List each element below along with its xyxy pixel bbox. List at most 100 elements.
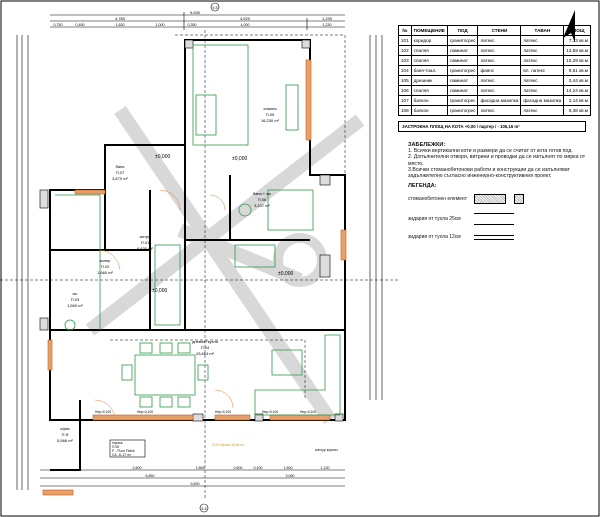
dim-text: 0,750 <box>54 23 63 27</box>
table-cell: 14,24 кв.м <box>563 85 591 96</box>
svg-text:CA: 11,27 m²: CA: 11,27 m² <box>112 453 132 457</box>
table-cell: гранитогрес <box>446 95 479 106</box>
watermark <box>85 106 365 424</box>
svg-text:П.07: П.07 <box>116 170 125 175</box>
table-cell: вл. латекс <box>520 65 565 76</box>
table-cell: 3,44 кв.м <box>563 75 591 86</box>
legend-row-concrete: стоманобетонен елемент <box>408 194 592 205</box>
table-cell: 13,59 кв.м <box>563 45 591 56</box>
note-item: 2. Допълнителни отвори, витрини и провод… <box>408 154 586 167</box>
svg-text:3,237 m²: 3,237 m² <box>254 203 270 208</box>
svg-text:5,566 m²: 5,566 m² <box>57 438 73 443</box>
svg-text:wc: wc <box>73 291 78 296</box>
table-cell: ламинат <box>446 85 479 96</box>
axis-label-top: 5-5 <box>212 6 217 10</box>
table-cell: фаянс <box>477 65 522 76</box>
furniture <box>55 44 341 416</box>
svg-text:П.05: П.05 <box>266 112 275 117</box>
table-cell: фасадна мазилка <box>520 95 565 106</box>
dim-text: 1,130 <box>321 466 330 470</box>
table-cell: 15,29 кв.м <box>563 55 591 66</box>
table-cell: фасадна мазилка <box>477 95 522 106</box>
table-cell: латекс <box>477 75 522 86</box>
dim-text: 0,450 <box>76 23 85 27</box>
legend-row-brick-12: зидария от тухла 12см <box>408 234 592 240</box>
svg-text:16,230 m²: 16,230 m² <box>261 118 280 123</box>
svg-text:6,630 m²: 6,630 m² <box>137 246 153 251</box>
svg-text:F. - Floor Finish: F. - Floor Finish <box>112 449 135 453</box>
table-cell: гранитогрес <box>446 65 479 76</box>
axis-lines <box>0 30 400 500</box>
table-cell: латекс <box>477 85 522 96</box>
dim-text: 4,780 <box>115 16 126 21</box>
header-cell: ПОД <box>446 25 479 36</box>
svg-text:±0,000: ±0,000 <box>152 288 167 294</box>
table-cell: латекс <box>477 35 522 46</box>
axis-label-bottom: 5-5 <box>201 507 206 511</box>
table-cell: спалня <box>410 45 448 56</box>
note-item: 1. Всички вертикални коти и размери да с… <box>408 148 573 155</box>
legend-line-brick-12 <box>474 234 514 240</box>
table-cell: дрешник <box>410 75 448 86</box>
legend-title: ЛЕГЕНДА: <box>408 183 437 190</box>
table-cell: коридор <box>410 35 448 46</box>
table-cell: гранитогрес <box>446 35 479 46</box>
header-cell: ТАВАН <box>520 25 565 36</box>
svg-text:дневна+кухня: дневна+кухня <box>192 339 218 344</box>
table-cell: латекс <box>520 45 565 56</box>
table-cell: латекс <box>520 75 565 86</box>
svg-text:1,660 m²: 1,660 m² <box>97 270 113 275</box>
svg-text:Hпр=0,100: Hпр=0,100 <box>215 410 231 414</box>
header-cell: № <box>398 25 412 36</box>
table-cell: балкон <box>410 105 448 116</box>
built-area-summary: ЗАСТРОЕНА ПЛОЩ НА КОТА +0,00 / партер / … <box>398 121 586 132</box>
table-header: № ПОМЕЩЕНИЕ ПОД СТЕНИ ТАВАН ПЛОЩ <box>398 25 591 36</box>
contour-label: контур корниз <box>315 448 338 452</box>
table-cell: ламинат <box>446 45 479 56</box>
svg-text:±0,000: ±0,000 <box>155 154 170 160</box>
legend-swatch-concrete <box>474 194 506 205</box>
svg-text:баня: баня <box>116 164 125 169</box>
axis-marker-icon <box>210 2 220 12</box>
table-cell: 106 <box>398 85 412 96</box>
dim-text: 0,100 <box>254 466 263 470</box>
windows <box>42 59 347 496</box>
legend-swatch-concrete-small <box>514 194 524 205</box>
table-cell: спалня <box>410 55 448 66</box>
table-cell: ламинат <box>446 55 479 66</box>
table-cell: 3,14 кв.м <box>563 95 591 106</box>
doors <box>94 189 234 421</box>
elevation-marks: ±0,000±0,000 ±0,000±0,000 <box>152 154 293 294</box>
dim-text: 0,350 <box>188 23 197 27</box>
table-cell: 6,38 кв.м <box>563 105 591 116</box>
dimension-lines-bottom <box>40 469 345 487</box>
svg-text:П.04: П.04 <box>201 345 210 350</box>
table-cell: 102 <box>398 45 412 56</box>
notes: ЗАБЕЛЕЖКИ: 1. Всички вертикални коти и р… <box>408 142 592 240</box>
legend-item-brick-12: зидария от тухла 12см <box>408 234 461 241</box>
svg-text:П.03: П.03 <box>71 297 80 302</box>
svg-text:П.Ф: П.Ф <box>61 432 68 437</box>
svg-text:П.02: П.02 <box>101 264 110 269</box>
table-cell: 108 <box>398 105 412 116</box>
header-cell: ПЛОЩ <box>563 25 591 36</box>
header-cell: ПОМЕЩЕНИЕ <box>410 25 448 36</box>
dim-text: 2,600 <box>133 466 142 470</box>
table-cell: гранитогрес <box>446 105 479 116</box>
legend-row-brick-25: зидария от тухла 25см <box>408 213 592 226</box>
table-cell: баня-тоал. <box>410 65 448 76</box>
svg-text:±0,000: ±0,000 <box>278 271 293 277</box>
svg-text:П.06: П.06 <box>258 197 267 202</box>
dim-overall: 9,630 <box>190 10 201 15</box>
table-cell: латекс <box>520 55 565 66</box>
